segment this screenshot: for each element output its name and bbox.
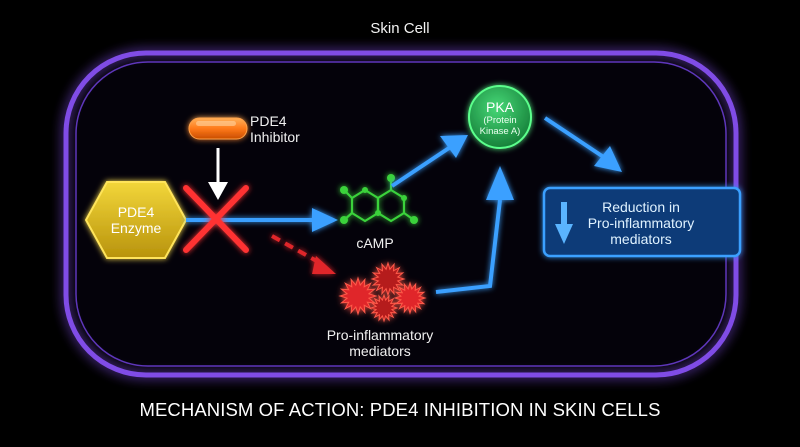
mediator-blob <box>393 281 427 315</box>
mediators-to-pka-arrow <box>435 166 514 294</box>
pka-sublabel: (Protein Kinase A) <box>479 115 521 137</box>
pde4-enzyme-hexagon <box>84 181 188 259</box>
enzyme-to-mediators-dashed-arrow <box>271 234 336 274</box>
mediators-cluster-icon <box>338 261 427 323</box>
enzyme-to-camp-arrow <box>186 208 338 232</box>
mediators-label: Pro-inflammatory mediators <box>326 327 434 360</box>
cell-title: Skin Cell <box>370 20 430 37</box>
reduction-down-arrow-icon <box>555 202 573 244</box>
enzyme-label: PDE4 Enzyme <box>110 204 162 237</box>
inhibitor-label: PDE4 Inhibitor <box>250 113 300 146</box>
inhibition-down-arrow <box>208 148 228 200</box>
block-x-mark <box>183 185 249 253</box>
inhibitor-pill-icon <box>188 117 248 140</box>
mediator-blob <box>338 276 378 316</box>
pka-to-reduction-arrow <box>543 116 622 172</box>
pka-label: PKA <box>485 99 514 115</box>
reduction-label: Reduction in Pro-inflammatory mediators <box>587 199 695 248</box>
camp-label: cAMP <box>356 235 394 251</box>
pka-circle <box>468 85 532 149</box>
mediator-blob <box>369 293 399 323</box>
mediator-blob <box>370 261 406 297</box>
reduction-box <box>542 186 742 258</box>
camp-to-pka-arrow <box>390 135 468 188</box>
main-title: MECHANISM OF ACTION: PDE4 INHIBITION IN … <box>139 399 661 420</box>
camp-molecule-icon <box>340 174 418 224</box>
